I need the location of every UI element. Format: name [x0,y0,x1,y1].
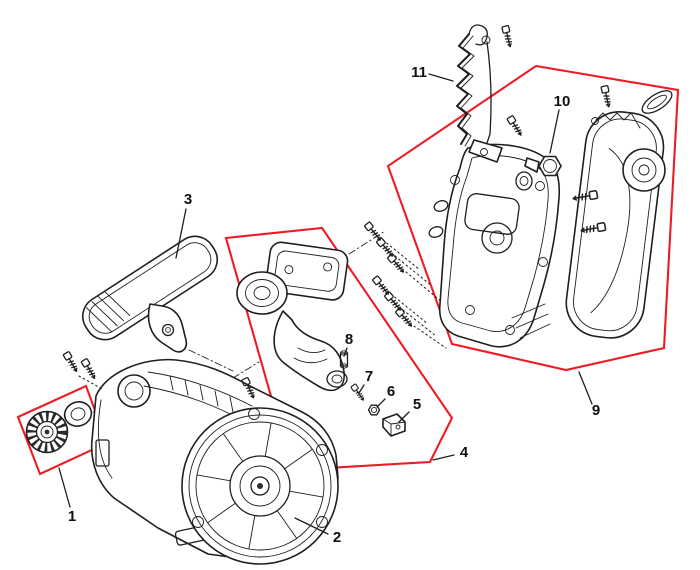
part-4-intake-manifold [236,241,406,437]
group-9-outline [386,64,680,372]
leader-3 [175,208,187,259]
leader-5 [398,411,410,423]
part-9-crankcase-group [363,84,673,349]
part-3-cover-plate [81,235,219,353]
fastener-cluster [363,221,447,349]
housing-boss [117,374,151,408]
leader-1 [58,467,71,508]
part-1-bearing-group [25,401,93,454]
screw-part [80,357,99,381]
part-10-bolt [515,155,562,191]
part-11-brake-band [456,24,525,163]
intake-elbow [273,310,345,392]
callout-label-5: 5 [413,396,421,413]
part-6-nut [367,404,381,416]
leader-7 [358,384,365,394]
leader-9 [578,371,593,405]
leader-11 [428,73,454,82]
callout-label-8: 8 [345,331,353,348]
clutch-cover [565,84,673,339]
cover-boss [622,148,666,192]
intake-ring [236,271,288,315]
part-5-clamp [382,413,406,437]
callout-label-1: 1 [68,508,76,525]
callout-label-6: 6 [387,383,395,400]
callout-leaders [58,73,593,535]
callout-label-9: 9 [592,402,600,419]
callout-label-2: 2 [333,529,341,546]
part-2-engine-housing [62,350,339,565]
screw-part [600,84,613,109]
leader-8 [343,347,348,357]
screw-part [501,24,515,49]
leader-10 [549,109,560,154]
screw-part [62,350,81,374]
leader-4 [432,454,455,461]
callout-label-7: 7 [365,368,373,385]
leader-6 [376,398,386,408]
crankcase-half [428,143,561,348]
leader-2 [294,517,329,535]
washer [63,401,93,427]
spacer-ring [515,171,533,191]
gasket-clip [641,90,673,114]
screw-part [506,114,525,138]
flywheel-fan [181,407,339,565]
callout-label-10: 10 [554,93,571,110]
callout-labels: 1 2 3 4 5 6 7 8 9 10 11 [68,64,600,546]
callout-label-3: 3 [184,191,192,208]
callout-label-4: 4 [460,444,469,461]
callout-label-11: 11 [411,64,427,81]
